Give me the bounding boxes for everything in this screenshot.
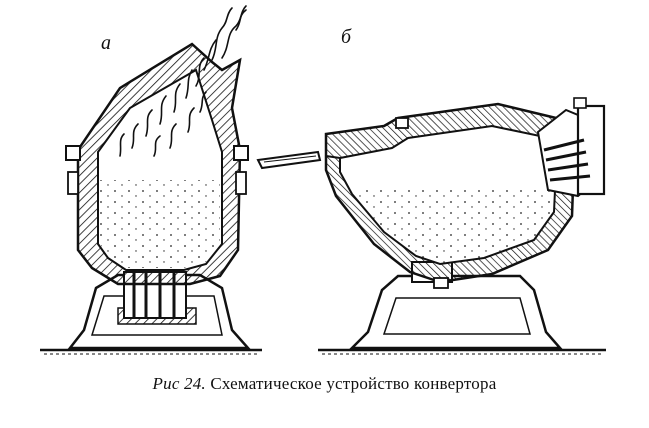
label-a: а	[101, 32, 111, 54]
flame-a	[119, 5, 247, 157]
caption-prefix: Рис 24.	[152, 374, 206, 393]
air-box-b	[536, 97, 606, 198]
converter-b	[256, 97, 606, 355]
figure-caption: Рис 24. Схематическое устройство конверт…	[0, 374, 649, 394]
support-stand-b	[348, 274, 563, 350]
converter-a	[40, 5, 262, 355]
pouring-spout-b	[256, 150, 322, 170]
label-b: б	[341, 26, 352, 48]
caption-text: Схематическое устройство конвертора	[210, 374, 497, 393]
